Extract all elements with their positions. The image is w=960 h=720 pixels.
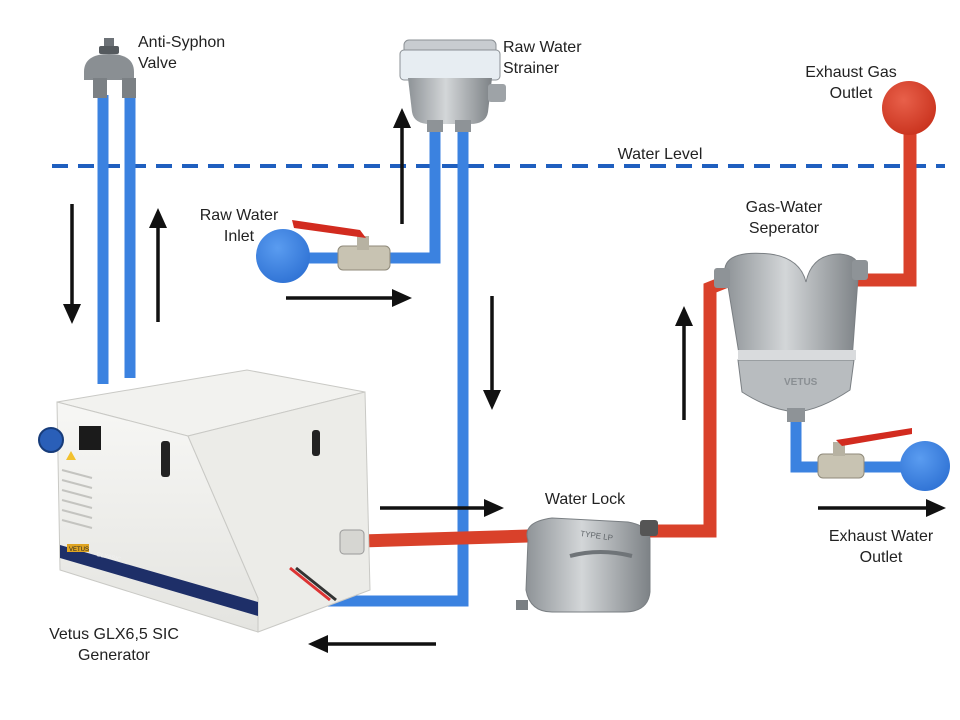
exhaust-water-outlet-label: Exhaust Water Outlet	[828, 528, 934, 566]
separator-to-gas-outlet-pipe	[850, 120, 917, 287]
raw-water-strainer-label: Raw Water Strainer	[503, 39, 582, 77]
water-lock-label: Water Lock	[544, 491, 626, 508]
arrow-right-outlet	[818, 499, 946, 517]
arrow-left-return	[308, 635, 436, 653]
generator-to-waterlock-pipe	[359, 529, 529, 548]
generator-label: Vetus GLX6,5 SIC Generator	[49, 626, 179, 664]
arrow-up-strainer	[393, 108, 411, 224]
flow-arrows	[63, 108, 946, 653]
separator-to-outlet-pipe	[790, 418, 910, 473]
anti-syphon-valve-label: Anti-Syphon Valve	[138, 34, 226, 72]
exhaust-gas-outlet-port	[882, 81, 936, 135]
generator: VETUS GLX6SIC	[38, 369, 371, 633]
raw-water-inlet-label: Raw Water Inlet	[199, 207, 279, 245]
outlet-ball-valve	[817, 428, 912, 479]
arrow-up-left	[149, 208, 167, 322]
generator-brand: VETUS	[69, 547, 89, 553]
exhaust-water-outlet-port	[900, 441, 950, 491]
gas-water-separator-label: Gas-Water Seperator	[745, 199, 823, 237]
gas-water-separator: VETUS	[714, 252, 868, 422]
water-lock: TYPE LP	[516, 517, 658, 613]
anti-syphon-valve	[84, 38, 136, 98]
separator-brand: VETUS	[784, 377, 818, 388]
arrow-right-exhaust	[380, 499, 504, 517]
arrow-down-center	[483, 296, 501, 410]
generator-model: GLX6SIC	[96, 552, 123, 563]
inlet-ball-valve	[292, 220, 391, 271]
exhaust-gas-outlet-label: Exhaust Gas Outlet	[805, 64, 897, 102]
water-level-label: Water Level	[617, 146, 703, 163]
arrow-down-left	[63, 204, 81, 324]
raw-water-inlet-port	[256, 229, 310, 283]
raw-water-strainer	[399, 39, 506, 132]
arrow-right-inlet	[286, 289, 412, 307]
arrow-up-separator	[675, 306, 693, 420]
